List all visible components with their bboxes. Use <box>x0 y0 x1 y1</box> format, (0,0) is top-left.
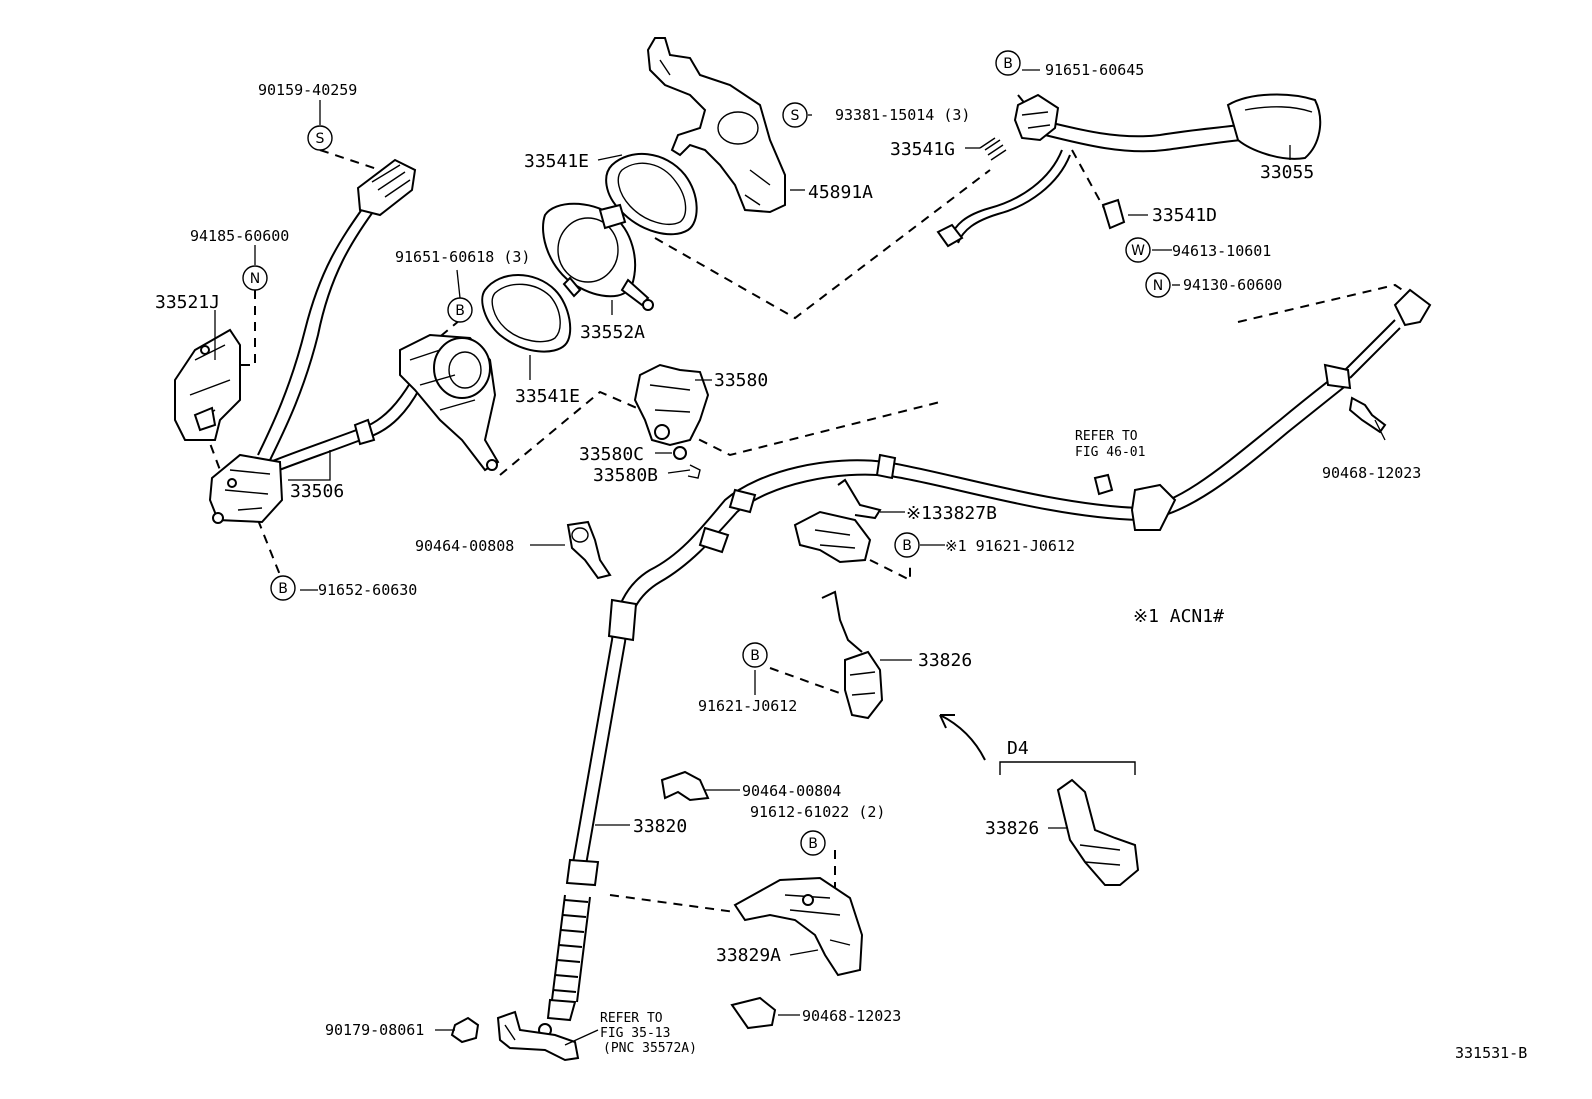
switch-33826-mid <box>821 590 884 720</box>
bracket-refer-35-13 <box>496 1010 580 1062</box>
svg-text:B: B <box>278 581 288 597</box>
ring-33541E-lower <box>481 274 572 353</box>
symbol-b-91651-60645: B <box>995 50 1021 76</box>
label-refer-35-line2: FIG 35-13 <box>600 1026 670 1041</box>
label-33541E-top: 33541E <box>524 151 589 172</box>
label-refer-46-line2: FIG 46-01 <box>1075 445 1145 460</box>
label-refer-35-line3: (PNC 35572A) <box>603 1041 697 1056</box>
symbol-b-91651-60618: B <box>447 297 473 323</box>
control-cable-33820 <box>538 288 1432 1037</box>
part-33580C <box>673 446 687 460</box>
label-90464-00808: 90464-00808 <box>415 537 514 555</box>
clip-90464-00804 <box>660 770 710 802</box>
label-33506: 33506 <box>290 481 344 502</box>
clip-90468-12023-bottom <box>730 996 777 1030</box>
label-91621-J0612-mid: 91621-J0612 <box>698 697 797 715</box>
symbol-n-94130: N <box>1145 272 1171 298</box>
ring-33541E-upper <box>605 152 698 236</box>
d4-bracket-line <box>999 761 1136 775</box>
symbol-b-91621-mid: B <box>742 642 768 668</box>
clip-90468-12023-right <box>1348 396 1387 434</box>
label-figure-id: 331531-B <box>1455 1044 1527 1062</box>
label-33541G: 33541G <box>890 139 955 160</box>
label-91612-61022: 91612-61022 (2) <box>750 803 885 821</box>
label-33521J: 33521J <box>155 292 220 313</box>
symbol-b-91612: B <box>800 830 826 856</box>
label-91621-J0612-top: ※1 91621-J0612 <box>945 537 1075 555</box>
label-refer-35-line1: REFER TO <box>600 1011 663 1026</box>
label-90179-08061: 90179-08061 <box>325 1021 424 1039</box>
svg-text:B: B <box>902 538 912 554</box>
label-90464-00804: 90464-00804 <box>742 782 841 800</box>
label-33827B: ※133827B <box>906 503 997 524</box>
label-d4: D4 <box>1007 738 1029 759</box>
nut-90179-08061 <box>450 1016 480 1044</box>
label-33826-mid: 33826 <box>918 650 972 671</box>
label-33826-d4: 33826 <box>985 818 1039 839</box>
symbol-b-91621-top: B <box>894 532 920 558</box>
leader-lines <box>214 69 1386 1046</box>
nut-refer-46-01 <box>1093 473 1114 496</box>
svg-text:W: W <box>1131 243 1145 259</box>
label-33055: 33055 <box>1260 162 1314 183</box>
svg-text:B: B <box>1003 56 1013 72</box>
parts-diagram: S N B B S B W N B B B 90159-40259 <box>155 37 1527 1062</box>
shift-lock-solenoid <box>399 333 500 472</box>
label-90159-40259: 90159-40259 <box>258 81 357 99</box>
label-45891A: 45891A <box>808 182 873 203</box>
label-acn1-note: ※1 ACN1# <box>1133 606 1224 627</box>
label-33580B: 33580B <box>593 465 658 486</box>
svg-text:N: N <box>1153 278 1163 294</box>
cable-33506 <box>208 158 421 524</box>
label-33580C: 33580C <box>579 444 644 465</box>
switch-33826-d4 <box>1056 778 1140 886</box>
bracket-33829A <box>733 876 864 977</box>
svg-text:S: S <box>791 108 800 124</box>
label-33552A: 33552A <box>580 322 645 343</box>
label-90468-12023-right: 90468-12023 <box>1322 464 1421 482</box>
label-94130-60600: 94130-60600 <box>1183 276 1282 294</box>
label-91651-60645: 91651-60645 <box>1045 61 1144 79</box>
label-93381-15014: 93381-15014 (3) <box>835 106 970 124</box>
wire-33827B <box>837 478 882 520</box>
label-33541D: 33541D <box>1152 205 1217 226</box>
label-94185-60600: 94185-60600 <box>190 227 289 245</box>
label-33820: 33820 <box>633 816 687 837</box>
symbol-b-91652: B <box>270 575 296 601</box>
label-33580: 33580 <box>714 370 768 391</box>
shift-lever-33055 <box>936 93 1322 248</box>
label-refer-46-line1: REFER TO <box>1075 429 1138 444</box>
arrow-d4 <box>939 714 986 761</box>
svg-text:B: B <box>808 836 818 852</box>
svg-text:B: B <box>455 303 465 319</box>
bracket-33521J <box>174 328 241 441</box>
svg-text:N: N <box>250 271 260 287</box>
symbol-s-90159: S <box>307 125 333 151</box>
part-labels: 90159-40259 94185-60600 33521J 33506 916… <box>155 61 1527 1062</box>
label-91652-60630: 91652-60630 <box>318 581 417 599</box>
label-33829A: 33829A <box>716 945 781 966</box>
clip-90464-00808 <box>566 520 612 580</box>
label-90468-12023-bottom: 90468-12023 <box>802 1007 901 1025</box>
bracket-33826-top <box>793 510 872 564</box>
symbol-s-93381: S <box>782 102 808 128</box>
part-33580B <box>687 464 701 479</box>
housing-33552A <box>542 202 654 311</box>
label-33541E-bottom: 33541E <box>515 386 580 407</box>
label-91651-60618: 91651-60618 (3) <box>395 248 530 266</box>
label-94613-10601: 94613-10601 <box>1172 242 1271 260</box>
knob-part-33541D <box>1101 198 1126 230</box>
symbol-n-94185: N <box>242 265 268 291</box>
svg-text:S: S <box>316 131 325 147</box>
bracket-33580 <box>633 363 710 447</box>
bracket-45891A <box>646 37 786 214</box>
svg-text:B: B <box>750 648 760 664</box>
diagram-canvas: S N B B S B W N B B B 90159-40259 <box>155 37 1527 1062</box>
symbol-w-94613: W <box>1125 237 1151 263</box>
spring-33541G <box>979 137 1007 161</box>
